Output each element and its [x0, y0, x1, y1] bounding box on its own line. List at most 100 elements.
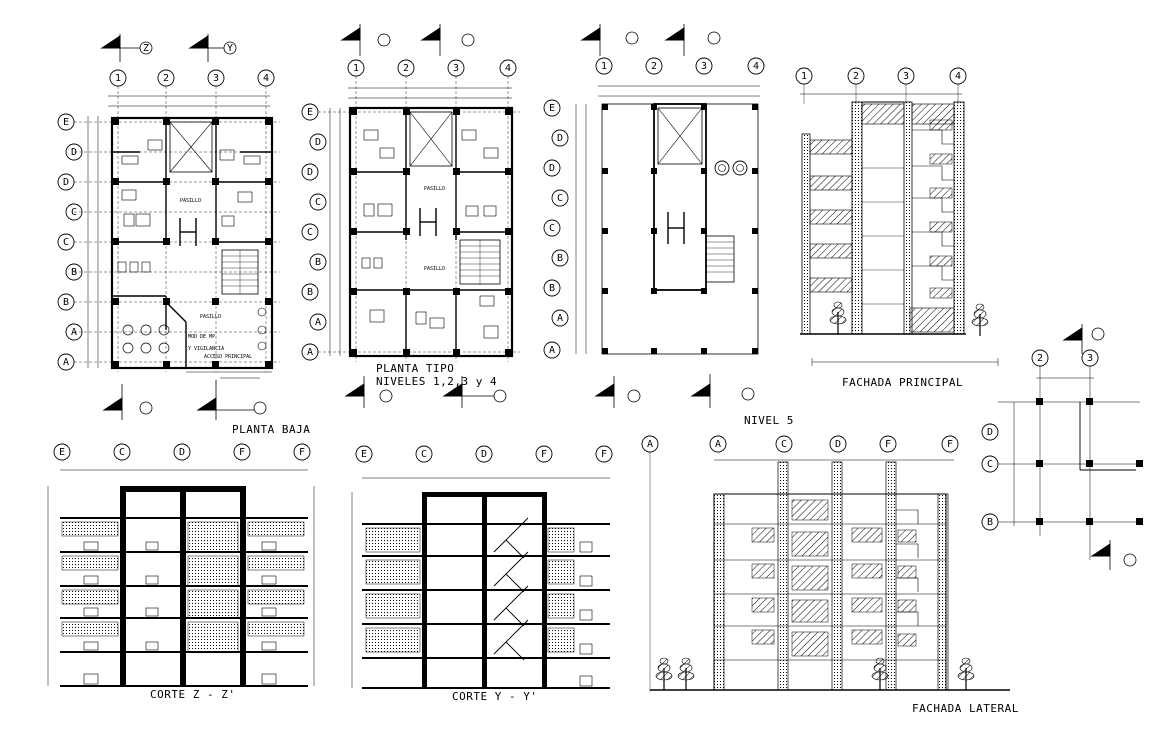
detail-plan-text: 2 3 D C B [987, 353, 1093, 528]
svg-text:A: A [647, 439, 653, 450]
elevation-fachada-lateral-text: A A C D F F FACHADA LATERAL [647, 439, 1019, 715]
svg-text:D: D [315, 137, 321, 148]
svg-text:C: C [557, 193, 563, 204]
svg-text:B: B [71, 267, 77, 278]
svg-text:C: C [549, 223, 555, 234]
svg-text:C: C [987, 459, 993, 470]
svg-text:2: 2 [651, 61, 657, 72]
svg-text:E: E [63, 117, 69, 128]
svg-text:D: D [549, 163, 555, 174]
title-corte-z: CORTE Z - Z' [150, 688, 235, 701]
svg-text:4: 4 [263, 73, 269, 84]
cut-marker-y [188, 34, 237, 62]
section-corte-y-text: E C D F F CORTE Y - Y' [361, 449, 607, 703]
svg-text:A: A [307, 347, 313, 358]
svg-text:D: D [557, 133, 563, 144]
plan-planta-baja-text: 1 2 3 4 E D D C C B B A A PASILLO PASILL… [63, 43, 310, 436]
section-corte-y [351, 445, 613, 689]
label-pasillo-tipo-2: PASILLO [424, 266, 445, 272]
svg-text:A: A [549, 345, 555, 356]
svg-text:3: 3 [213, 73, 219, 84]
cut-marker-z [100, 34, 153, 62]
svg-text:B: B [557, 253, 563, 264]
label-pasillo: PASILLO [180, 198, 201, 204]
plan-planta-tipo [301, 24, 520, 408]
svg-text:C: C [315, 197, 321, 208]
svg-text:F: F [299, 447, 305, 458]
svg-text:E: E [307, 107, 313, 118]
svg-text:C: C [781, 439, 787, 450]
title-fachada-principal: FACHADA PRINCIPAL [842, 376, 963, 389]
svg-text:F: F [541, 449, 547, 460]
label-pasillo-2: PASILLO [200, 314, 221, 320]
svg-text:C: C [307, 227, 313, 238]
svg-text:F: F [885, 439, 891, 450]
plan-planta-tipo-text: 1 2 3 4 E D D C C B B A A PASILLO PASILL… [307, 63, 511, 388]
svg-text:1: 1 [115, 73, 121, 84]
svg-text:C: C [421, 449, 427, 460]
svg-text:4: 4 [753, 61, 759, 72]
elevation-fachada-lateral [641, 435, 1010, 692]
elevation-fachada-principal [795, 67, 999, 366]
title-planta-baja: PLANTA BAJA [232, 423, 310, 436]
cut-label-y: Y [227, 43, 233, 54]
svg-text:C: C [63, 237, 69, 248]
svg-text:B: B [307, 287, 313, 298]
svg-text:D: D [481, 449, 487, 460]
svg-text:D: D [179, 447, 185, 458]
svg-text:1: 1 [601, 61, 607, 72]
svg-text:F: F [947, 439, 953, 450]
svg-text:B: B [63, 297, 69, 308]
svg-text:3: 3 [453, 63, 459, 74]
title-nivel-5: NIVEL 5 [744, 414, 794, 427]
svg-text:E: E [549, 103, 555, 114]
svg-text:A: A [315, 317, 321, 328]
svg-text:D: D [987, 427, 993, 438]
title-corte-y: CORTE Y - Y' [452, 690, 537, 703]
svg-text:B: B [549, 283, 555, 294]
label-pasillo-tipo: PASILLO [424, 186, 445, 192]
title-fachada-lateral: FACHADA LATERAL [912, 702, 1019, 715]
svg-text:D: D [307, 167, 313, 178]
svg-text:F: F [239, 447, 245, 458]
label-acceso: ACCESO PRINCIPAL [204, 354, 252, 360]
cut-label-z: Z [143, 43, 149, 54]
section-corte-z-text: E C D F F CORTE Z - Z' [59, 447, 305, 701]
svg-text:1: 1 [801, 71, 807, 82]
svg-text:D: D [835, 439, 841, 450]
svg-text:A: A [715, 439, 721, 450]
svg-text:2: 2 [1037, 353, 1043, 364]
svg-text:1: 1 [353, 63, 359, 74]
svg-text:E: E [59, 447, 65, 458]
plan-nivel-5-text: 1 2 3 4 E D D C C B B A A NIVEL 5 [549, 61, 794, 427]
svg-text:2: 2 [163, 73, 169, 84]
svg-text:A: A [63, 357, 69, 368]
svg-text:3: 3 [903, 71, 909, 82]
svg-text:3: 3 [701, 61, 707, 72]
svg-text:D: D [71, 147, 77, 158]
label-area-mp: MOD DE MP [188, 334, 215, 340]
svg-text:A: A [71, 327, 77, 338]
svg-text:2: 2 [403, 63, 409, 74]
svg-text:E: E [361, 449, 367, 460]
section-corte-z [47, 443, 315, 687]
svg-text:3: 3 [1087, 353, 1093, 364]
svg-text:D: D [63, 177, 69, 188]
svg-text:2: 2 [853, 71, 859, 82]
svg-text:4: 4 [955, 71, 961, 82]
svg-text:C: C [119, 447, 125, 458]
svg-text:F: F [601, 449, 607, 460]
plan-planta-baja [57, 34, 280, 420]
subtitle-niveles: NIVELES 1,2,3 y 4 [376, 375, 497, 388]
label-vigilancia: Y VIGILANCIA [188, 346, 224, 352]
svg-text:C: C [71, 207, 77, 218]
svg-text:A: A [557, 313, 563, 324]
svg-text:B: B [987, 517, 993, 528]
svg-text:4: 4 [505, 63, 511, 74]
elevation-fachada-principal-text: 1 2 3 4 FACHADA PRINCIPAL [801, 71, 963, 389]
plan-nivel-5 [543, 24, 765, 408]
title-planta-tipo: PLANTA TIPO [376, 362, 454, 375]
svg-text:B: B [315, 257, 321, 268]
